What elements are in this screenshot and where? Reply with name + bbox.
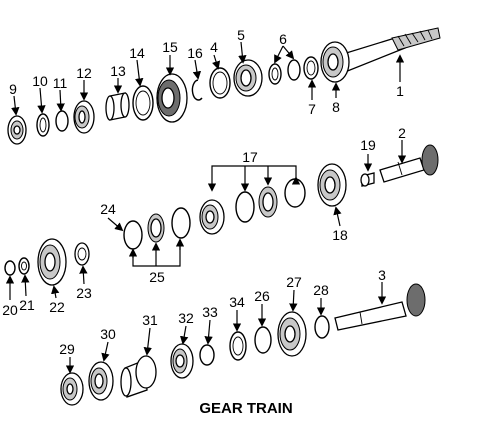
callout-7: 7	[308, 101, 316, 117]
callout-11: 11	[53, 75, 68, 91]
callout-26: 26	[254, 288, 270, 304]
diagram-title: GEAR TRAIN	[199, 400, 292, 417]
callout-19: 19	[360, 137, 376, 153]
callout-17: 17	[242, 149, 258, 165]
callout-15: 15	[162, 39, 178, 55]
callout-6: 6	[279, 31, 287, 47]
ring-11	[55, 110, 69, 132]
ring-33	[199, 344, 215, 366]
callout-22: 22	[49, 299, 65, 315]
callout-8: 8	[332, 99, 340, 115]
callout-16: 16	[187, 45, 203, 61]
countershaft-2	[379, 144, 439, 183]
ring-14	[132, 85, 154, 121]
ring-10	[36, 113, 50, 137]
gear-18	[317, 163, 347, 207]
callout-31: 31	[142, 312, 158, 328]
bearing-23	[74, 242, 90, 266]
callout-21: 21	[19, 297, 35, 313]
bearing-19	[360, 172, 375, 187]
callout-9: 9	[9, 81, 17, 97]
ring-34	[229, 331, 247, 361]
callout-25: 25	[149, 269, 165, 285]
ring-28	[314, 315, 330, 339]
callout-28: 28	[313, 282, 329, 298]
callout-27: 27	[286, 274, 302, 290]
gear-32	[170, 343, 194, 379]
ring-21	[18, 257, 30, 275]
gear-27	[277, 311, 307, 357]
ring-24	[123, 220, 143, 250]
rings-6	[268, 59, 301, 85]
callout-32: 32	[178, 310, 194, 326]
callout-4: 4	[210, 39, 218, 55]
callout-2: 2	[398, 125, 406, 141]
callout-34: 34	[229, 294, 245, 310]
snap-ring-16	[191, 79, 203, 101]
synchro-5	[233, 59, 263, 97]
gear-30	[88, 361, 114, 401]
callout-12: 12	[76, 65, 92, 81]
callout-33: 33	[202, 304, 218, 320]
gear-9	[7, 115, 27, 145]
gear-12	[73, 100, 95, 134]
ring-20	[4, 260, 16, 276]
callout-24: 24	[100, 201, 116, 217]
ring-7	[303, 56, 319, 80]
leader-lines	[5, 41, 407, 374]
callout-20: 20	[2, 302, 18, 318]
callout-5: 5	[237, 27, 245, 43]
callout-13: 13	[110, 63, 126, 79]
gear-29	[60, 372, 84, 406]
main-shaft-3	[334, 283, 426, 331]
ring-4	[209, 67, 231, 99]
rings-25	[147, 207, 191, 243]
callout-18: 18	[332, 227, 348, 243]
callout-1: 1	[396, 83, 404, 99]
callout-10: 10	[32, 73, 48, 89]
gear-15	[156, 73, 188, 123]
callout-23: 23	[76, 285, 92, 301]
gear-22	[37, 238, 67, 286]
callout-14: 14	[129, 45, 145, 61]
gear-8	[320, 41, 350, 83]
gear-31	[120, 355, 157, 398]
callout-labels: 1 2 3 4 5 6 7 8 9 10 11 12 13 14 15 16 1…	[2, 27, 406, 357]
synchro-hub	[199, 199, 225, 235]
callout-29: 29	[59, 341, 75, 357]
ring-26	[254, 326, 272, 354]
callout-3: 3	[378, 267, 386, 283]
callout-30: 30	[100, 326, 116, 342]
rings-17	[235, 178, 306, 223]
bearing-13	[105, 92, 130, 121]
